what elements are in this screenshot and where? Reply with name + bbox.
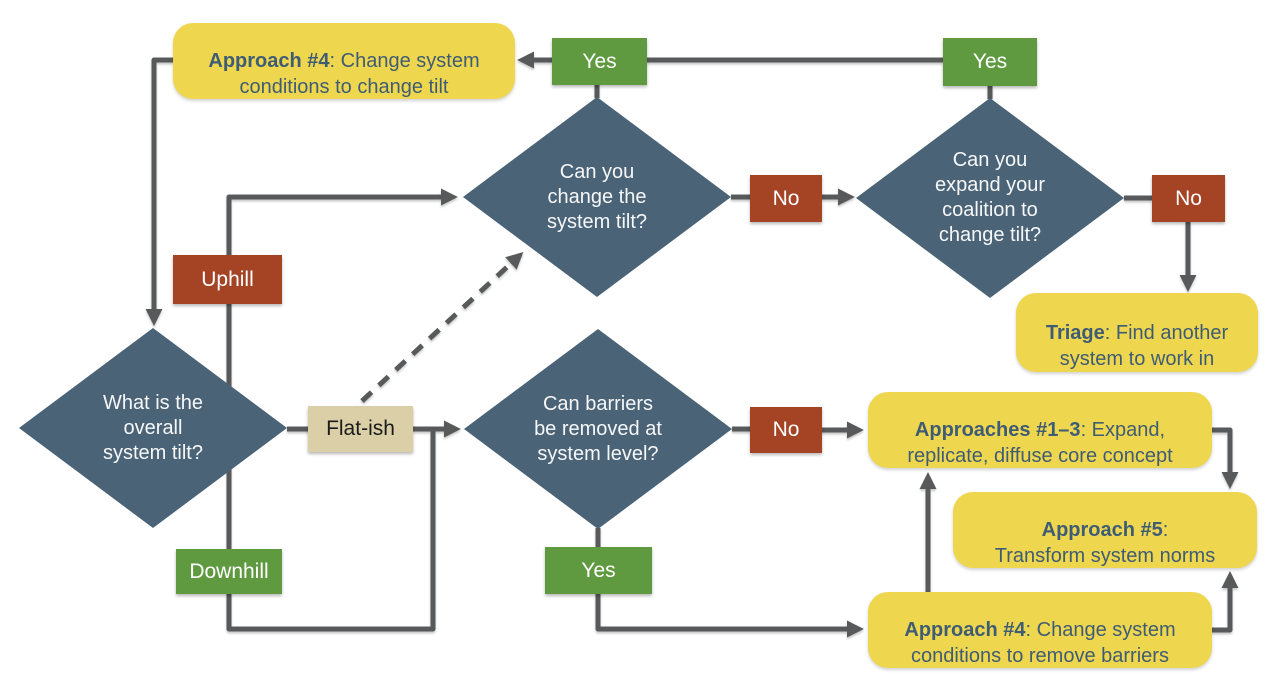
label-yes-barriers: Yes bbox=[545, 547, 652, 594]
note-rest-text: : Change system conditions to remove bar… bbox=[911, 619, 1176, 667]
label-no-change-tilt: No bbox=[750, 175, 822, 222]
note-approaches-1-3: Approaches #1–3: Expand, replicate, diff… bbox=[868, 392, 1212, 468]
label-downhill: Downhill bbox=[176, 549, 282, 594]
label-no-barriers: No bbox=[750, 407, 822, 453]
dashed-arrow-flatish-to-change-tilt bbox=[360, 251, 524, 403]
label-no-coalition: No bbox=[1152, 175, 1225, 222]
note-approach5: Approach #5: Transform system norms bbox=[953, 492, 1257, 568]
note-approach4-remove-barriers: Approach #4: Change system conditions to… bbox=[868, 592, 1212, 668]
note-bold-text: Approach #5 bbox=[1041, 519, 1163, 541]
note-bold-text: Approach #4 bbox=[208, 50, 330, 72]
note-rest-text: : Transform system norms bbox=[994, 519, 1216, 567]
arrow-approach4-bottom-to-approach5 bbox=[1212, 571, 1239, 633]
arrow-approach4-top-to-overall-tilt bbox=[145, 57, 173, 326]
label-yes-coalition: Yes bbox=[943, 38, 1037, 86]
note-approach4-change-tilt: Approach #4: Change system conditions to… bbox=[173, 23, 515, 99]
note-rest-text: : Change system conditions to change til… bbox=[239, 50, 480, 98]
note-bold-text: Approach #4 bbox=[904, 619, 1026, 641]
note-bold-text: Triage bbox=[1045, 321, 1105, 344]
note-bold-text: Approaches #1–3 bbox=[914, 419, 1081, 441]
label-uphill: Uphill bbox=[173, 255, 282, 304]
note-rest-text: : Expand, replicate, diffuse core concep… bbox=[907, 419, 1173, 467]
label-flatish: Flat-ish bbox=[308, 406, 413, 452]
arrow-downhill-uphill-loop-to-change-tilt bbox=[226, 188, 458, 632]
label-yes-change-tilt: Yes bbox=[552, 38, 647, 85]
note-triage: Triage: Find another system to work in bbox=[1016, 293, 1258, 372]
note-rest-text: : Find another system to work in bbox=[1059, 321, 1229, 370]
arrow-approaches13-to-approach5 bbox=[1212, 427, 1239, 489]
